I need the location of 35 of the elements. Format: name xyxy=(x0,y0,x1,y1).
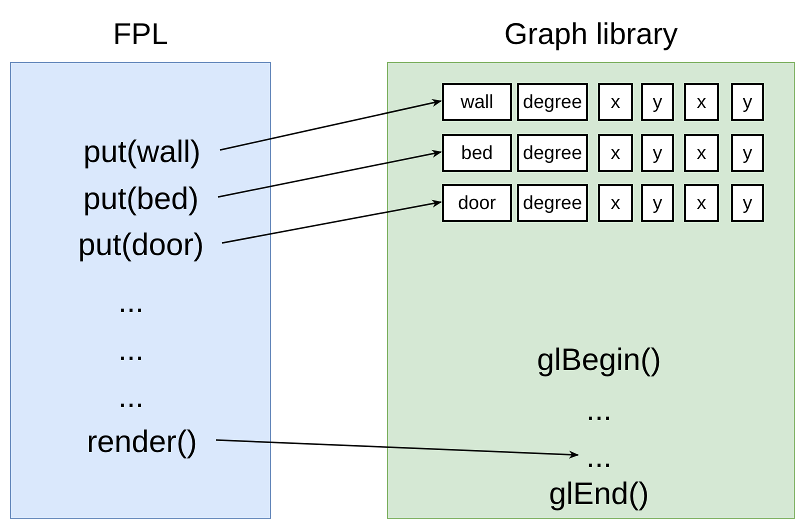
table-cell: degree xyxy=(517,134,588,172)
table-cell: x xyxy=(684,134,719,172)
table-cell: wall xyxy=(442,83,512,121)
table-cell: x xyxy=(598,134,633,172)
code-text: ... xyxy=(111,281,151,321)
code-text: render() xyxy=(67,421,217,461)
code-text: ... xyxy=(579,389,619,429)
table-cell: x xyxy=(598,184,633,222)
table-cell: x xyxy=(684,83,719,121)
table-cell: x xyxy=(598,83,633,121)
table-cell: y xyxy=(641,83,674,121)
table-cell: bed xyxy=(442,134,512,172)
table-cell: x xyxy=(684,184,719,222)
table-cell: y xyxy=(731,83,764,121)
code-text: put(bed) xyxy=(63,178,219,218)
table-cell: degree xyxy=(517,184,588,222)
arrow xyxy=(220,99,442,151)
arrow xyxy=(222,200,442,244)
code-text: glEnd() xyxy=(529,473,669,513)
code-text: put(door) xyxy=(59,224,223,264)
code-text: ... xyxy=(111,376,151,416)
arrow xyxy=(218,150,442,198)
code-text: ... xyxy=(579,436,619,476)
table-cell: door xyxy=(442,184,512,222)
table-cell: y xyxy=(641,134,674,172)
arrow xyxy=(216,439,579,459)
table-cell: y xyxy=(731,134,764,172)
code-text: ... xyxy=(111,329,151,369)
code-text: glBegin() xyxy=(519,339,679,379)
table-cell: degree xyxy=(517,83,588,121)
table-cell: y xyxy=(641,184,674,222)
panel-heading: Graph library xyxy=(503,17,679,53)
panel-heading: FPL xyxy=(112,17,170,53)
table-cell: y xyxy=(731,184,764,222)
code-text: put(wall) xyxy=(63,131,221,171)
